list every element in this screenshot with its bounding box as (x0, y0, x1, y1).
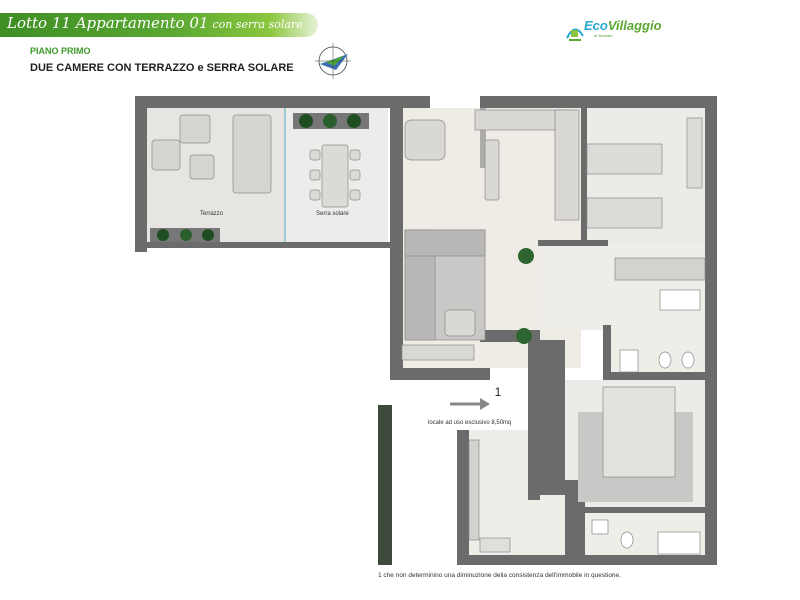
plan-subtitle: DUE CAMERE CON TERRAZZO e SERRA SOLARE (30, 62, 294, 74)
hall-wardrobe (614, 257, 706, 281)
terrace-furniture (151, 114, 272, 194)
title-suffix: con serra solare (212, 18, 303, 31)
terrace-label: Terrazzo (200, 211, 224, 217)
exclusive-area-label: locale ad uso esclusivo 8,50mq (428, 420, 512, 426)
planters (150, 113, 534, 344)
logo-prefix: Eco (584, 18, 608, 33)
storage-shelving (468, 439, 511, 553)
bath-fixtures (591, 289, 701, 555)
footnote: 1 che non determinino una diminuzione de… (378, 572, 621, 579)
bedroom1-furniture (586, 117, 703, 229)
dining-set (309, 144, 361, 208)
greenhouse-label: Serra solare (316, 211, 349, 217)
logo-wordmark: EcoVillaggio (584, 18, 662, 33)
bedroom2-furniture (578, 386, 693, 502)
logo-icon (566, 28, 584, 41)
compass-icon (315, 43, 351, 79)
unit-number-badge: 1 (488, 382, 508, 402)
living-furniture (401, 109, 580, 361)
logo-name: Villaggio (607, 18, 662, 33)
floor-label: PIANO PRIMO (30, 46, 91, 56)
walls (135, 96, 717, 565)
title-text: Lotto 11 Appartamento 01 (7, 14, 209, 32)
logo-tagline: ai Montale (594, 33, 613, 38)
exterior-trees (378, 405, 392, 565)
arrow-right-icon (450, 398, 490, 410)
